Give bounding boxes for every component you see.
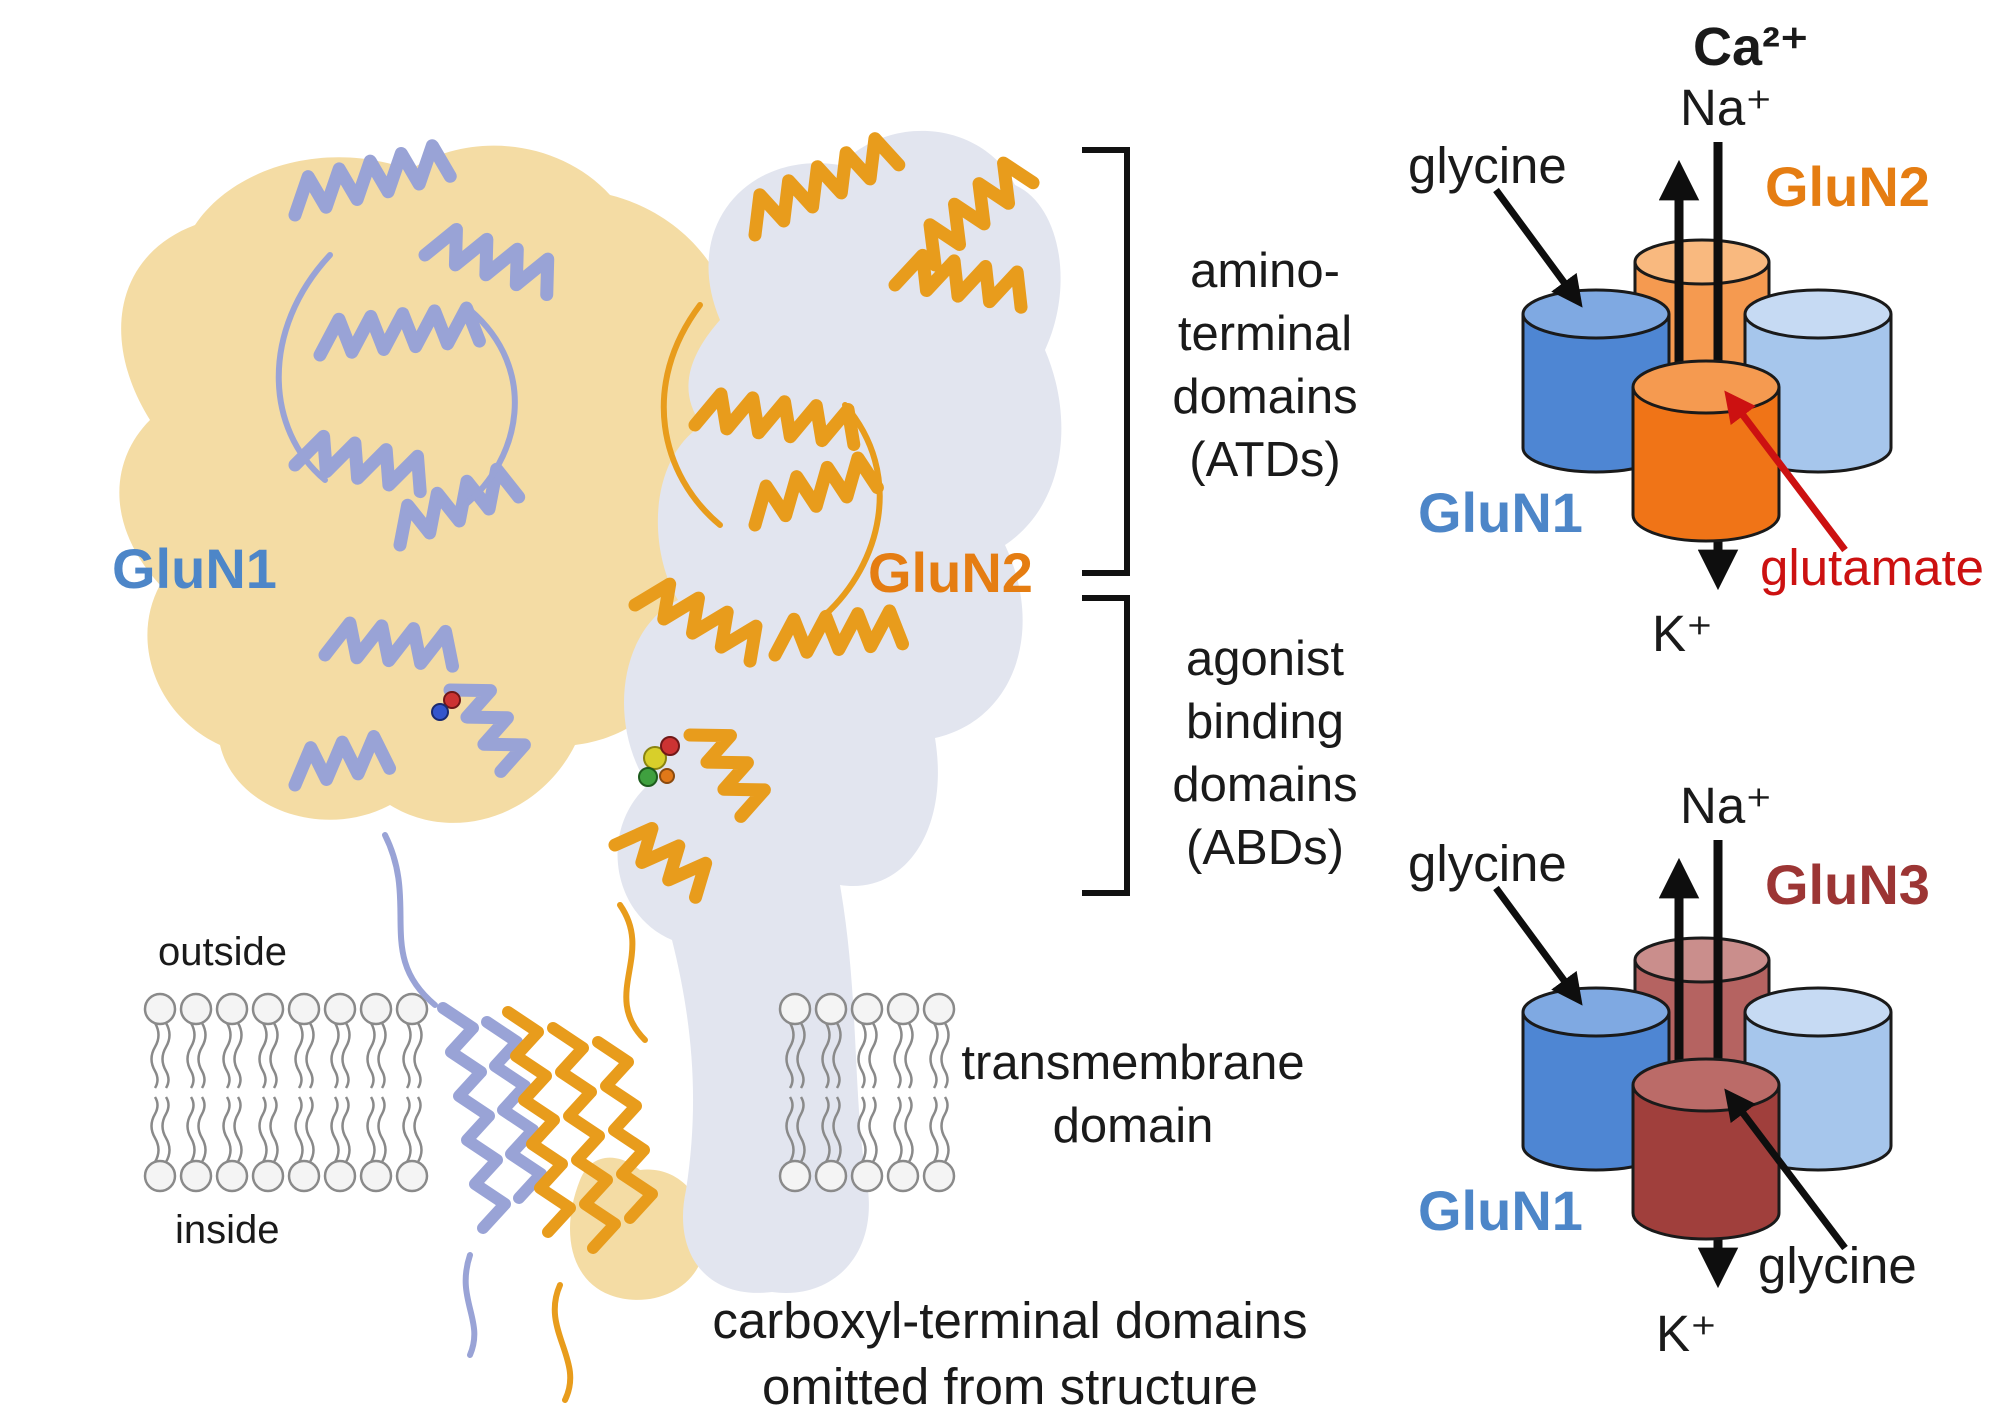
glun3-receptor-schematic: [1493, 840, 1893, 1289]
atd-label-line: amino-: [1190, 244, 1340, 298]
potassium-ion-label: K⁺: [1652, 605, 1713, 662]
tm-label-line: transmembrane: [961, 1036, 1305, 1090]
abd-label-line: domains: [1172, 758, 1358, 812]
atd-label-line: (ATDs): [1189, 433, 1341, 487]
atd-label-line: domains: [1172, 370, 1358, 424]
schematic-glun2-label: GluN2: [1765, 155, 1930, 218]
schematic-glun3-label: GluN3: [1765, 853, 1930, 916]
transmembrane-domain-label: transmembrane domain: [933, 1032, 1333, 1158]
ctd-note: carboxyl-terminal domains omitted from s…: [640, 1288, 1380, 1420]
inside-label: inside: [175, 1208, 280, 1252]
glun1-surface-lower: [570, 1157, 706, 1300]
glycine-arrow: [1493, 885, 1583, 1006]
structure-glun2-label: GluN2: [868, 541, 1033, 604]
ctd-note-line: omitted from structure: [762, 1358, 1258, 1415]
glun2-receptor-schematic: [1493, 142, 1893, 591]
calcium-ion-label: Ca²⁺: [1693, 17, 1809, 77]
abd-label-line: binding: [1185, 695, 1345, 749]
structure-glun1-label: GluN1: [112, 537, 277, 600]
potassium-ion-label: K⁺: [1656, 1305, 1717, 1362]
glycine-agonist-arrow: [1724, 1088, 1848, 1251]
membrane-left: [143, 992, 429, 1193]
sodium-ion-label: Na⁺: [1680, 79, 1773, 136]
abd-label-line: (ABDs): [1186, 821, 1344, 875]
glycine-label: glycine: [1408, 835, 1567, 892]
glutamate-arrow: [1724, 390, 1848, 553]
glun2-front-cylinder: [1631, 359, 1781, 543]
ctd-note-line: carboxyl-terminal domains: [712, 1292, 1308, 1349]
schematic-glun1-label: GluN1: [1418, 1179, 1583, 1242]
glun1-right-cylinder: [1743, 288, 1893, 474]
glun1-surface: [119, 145, 756, 823]
glutamate-ligand-spheres: [638, 736, 680, 787]
abd-label: agonist binding domains (ABDs): [1135, 628, 1395, 880]
outside-label: outside: [158, 930, 287, 974]
glycine-agonist-label: glycine: [1758, 1237, 1917, 1294]
atd-label-line: terminal: [1177, 307, 1353, 361]
tm-label-line: domain: [1052, 1099, 1214, 1153]
sodium-ion-label: Na⁺: [1680, 777, 1773, 834]
atd-bracket: [1082, 147, 1130, 576]
atd-label: amino- terminal domains (ATDs): [1135, 240, 1395, 492]
glun1-ribbons: [275, 139, 555, 1358]
schematic-glun1-label: GluN1: [1418, 481, 1583, 544]
glutamate-label: glutamate: [1760, 539, 1984, 596]
abd-bracket: [1082, 595, 1130, 896]
glycine-arrow: [1493, 187, 1583, 308]
glycine-ligand-spheres: [431, 691, 461, 721]
glycine-label: glycine: [1408, 137, 1567, 194]
protein-structure-illustration: [119, 130, 1130, 1403]
abd-label-line: agonist: [1185, 632, 1344, 686]
glun3-front-cylinder: [1631, 1057, 1781, 1241]
glun2-ribbons: [502, 132, 1040, 1403]
